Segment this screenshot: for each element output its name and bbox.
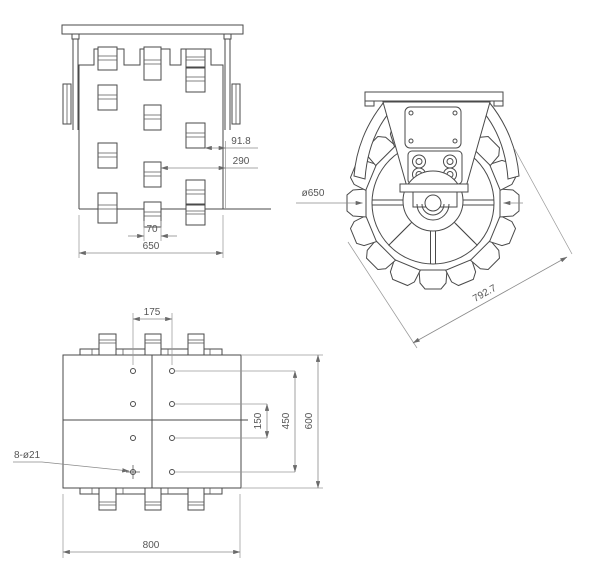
side-view: ø650 792.7	[296, 91, 573, 349]
plan-extension-lines	[62, 313, 323, 558]
dim-drum-diameter: ø650	[302, 188, 325, 199]
pad	[143, 201, 162, 228]
marked-hole	[126, 465, 140, 479]
pad	[143, 104, 162, 131]
front-right-plate-tab	[223, 33, 232, 40]
pad	[98, 487, 117, 511]
front-mounting-plate	[61, 24, 244, 35]
plan-dimensions: 175 150 450 600 800 8-ø21	[13, 307, 321, 555]
side-plate-left-cap	[364, 100, 375, 107]
front-dimensions: 91.8 290 70 650	[78, 136, 258, 258]
pad	[144, 333, 162, 356]
pad	[97, 142, 118, 169]
pad	[187, 487, 205, 511]
yoke-right-arm	[479, 101, 520, 180]
wheel-hub	[399, 170, 469, 232]
pad	[185, 122, 206, 149]
drum-pads	[97, 46, 206, 228]
axle	[424, 194, 442, 212]
pad	[97, 192, 118, 224]
front-left-plate-tab	[71, 33, 80, 40]
dim-drum-length: 650	[143, 241, 160, 252]
plan-view: 175 150 450 600 800 8-ø21	[13, 307, 323, 558]
dim-pad-column-spacing: 290	[233, 156, 250, 167]
axle-plate	[399, 183, 469, 193]
dim-plate-width: 800	[143, 540, 160, 551]
side-plate-right-cap	[493, 100, 504, 107]
dim-hole-row-span: 450	[281, 412, 292, 429]
pad	[185, 67, 206, 93]
pad	[144, 487, 162, 511]
pad	[143, 46, 162, 81]
pad	[185, 179, 206, 205]
front-view: 91.8 290 70 650	[61, 24, 271, 258]
front-left-fork-arm	[62, 39, 79, 130]
pad	[97, 84, 118, 111]
holes-callout: 8-ø21	[13, 450, 130, 473]
plan-pads	[98, 333, 205, 511]
bolt-holes	[126, 368, 175, 479]
dim-hole-column-spacing: 175	[144, 307, 161, 318]
pad	[187, 333, 205, 356]
dim-pad-width: 70	[146, 224, 158, 235]
dim-hole-row-spacing: 150	[253, 412, 264, 429]
holes-callout-label: 8-ø21	[14, 450, 41, 461]
dim-plate-depth: 600	[304, 412, 315, 429]
pad	[185, 48, 206, 68]
side-dimensions: ø650 792.7	[296, 147, 573, 349]
front-right-fork-arm	[224, 39, 241, 130]
pad	[97, 46, 118, 71]
side-mounting-plate	[364, 91, 504, 102]
dim-pad-edge-offset: 91.8	[231, 136, 251, 147]
dim-overall-pad-diameter: 792.7	[471, 283, 499, 305]
pad	[98, 333, 117, 356]
pad	[143, 161, 162, 188]
cover-plate	[404, 106, 462, 149]
yoke-left-arm	[353, 101, 394, 180]
pad	[185, 204, 206, 226]
